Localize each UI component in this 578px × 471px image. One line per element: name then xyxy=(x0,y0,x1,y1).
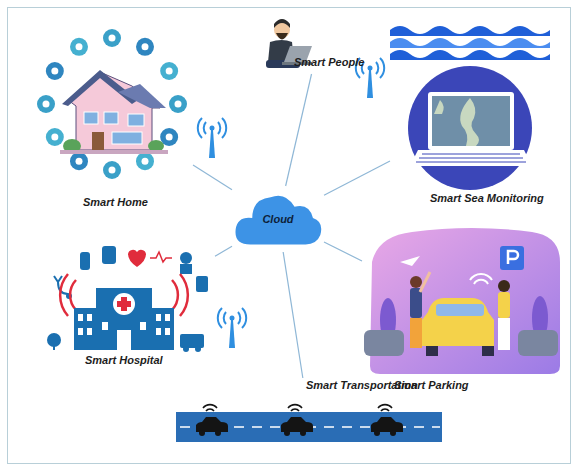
hospital-illustration xyxy=(47,246,208,352)
connector-line xyxy=(283,252,303,378)
connector-line xyxy=(324,242,362,261)
connector-line xyxy=(215,246,232,256)
node-label: Smart People xyxy=(294,56,364,69)
connector-line xyxy=(193,165,232,190)
parking-illustration xyxy=(364,228,560,374)
home-illustration xyxy=(37,29,187,179)
node-label: Smart Sea Monitoring xyxy=(430,192,544,205)
sea-illustration xyxy=(390,26,550,190)
cloud-node: Cloud xyxy=(232,186,324,252)
smart-people-node: Smart People xyxy=(262,18,374,74)
smart-sea-node: Smart Sea Monitoring xyxy=(390,20,560,214)
smart-home-node: Smart Home xyxy=(35,18,193,211)
smart-parking-node: Smart Parking xyxy=(362,226,562,396)
node-label: Smart Home xyxy=(83,196,148,209)
node-label: Smart Parking xyxy=(394,379,469,392)
road-illustration xyxy=(176,405,442,442)
node-label: Smart Hospital xyxy=(85,354,163,367)
connector-line xyxy=(286,74,312,186)
frame xyxy=(8,8,571,464)
cloud-label: Cloud xyxy=(262,213,293,225)
smart-hospital-node: Smart Hospital xyxy=(40,240,215,376)
connector-line xyxy=(324,161,390,195)
